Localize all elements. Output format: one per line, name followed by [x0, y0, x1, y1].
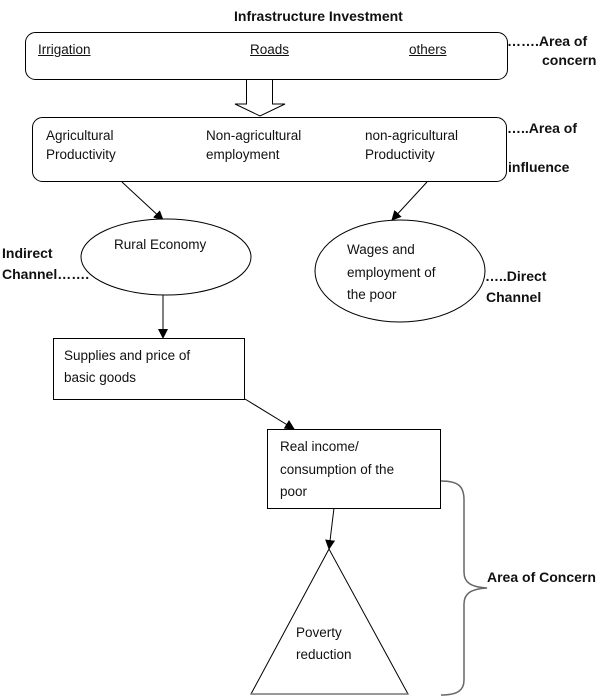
- arrow-to-real-income: [244, 398, 295, 430]
- wages-line3: the poor: [347, 287, 397, 302]
- wages-ellipse: [314, 219, 486, 323]
- arrow-to-rural-economy: [121, 181, 164, 221]
- wages-line1: Wages and: [347, 242, 415, 257]
- diagram-title: Infrastructure Investment: [234, 8, 403, 24]
- investment-roads: Roads: [250, 42, 290, 57]
- area-of-influence-line2: influence: [508, 159, 570, 175]
- supplies-box: [53, 338, 245, 400]
- direct-channel-line2: Channel: [486, 289, 542, 305]
- arrow-to-poverty-reduction: [325, 507, 336, 550]
- influence-agri-line2: Productivity: [46, 147, 116, 162]
- real-income-line2: consumption of the: [280, 462, 395, 477]
- direct-channel-line1: …..Direct: [485, 268, 547, 284]
- wages-line2: employment of: [347, 265, 436, 280]
- poverty-reduction-line1: Poverty: [296, 625, 342, 640]
- influence-agri-line1: Agricultural: [46, 128, 114, 143]
- influence-nonagri-emp-line2: employment: [206, 147, 280, 162]
- influence-box: [32, 117, 507, 182]
- poverty-reduction-line2: reduction: [296, 647, 352, 662]
- rural-economy-label: Rural Economy: [114, 237, 207, 252]
- investment-box: [25, 32, 508, 80]
- area-of-influence-line1: …..Area of: [507, 120, 578, 136]
- supplies-line2: basic goods: [64, 370, 137, 385]
- real-income-box: [267, 429, 441, 509]
- supplies-line1: Supplies and price of: [64, 348, 191, 363]
- investment-others: others: [409, 42, 447, 57]
- real-income-line3: poor: [280, 484, 308, 499]
- arrow-to-wages: [391, 181, 428, 221]
- area-of-concern-top-line2: concern: [542, 52, 597, 68]
- investment-irrigation: Irrigation: [38, 42, 91, 57]
- influence-nonagri-prod-line1: non-agricultural: [365, 128, 459, 143]
- curly-brace: [440, 480, 488, 696]
- real-income-line1: Real income/: [280, 439, 359, 454]
- block-arrow-down-icon: [234, 80, 286, 117]
- area-of-concern-bottom: Area of Concern: [487, 569, 596, 585]
- influence-nonagri-emp-line1: Non-agricultural: [206, 128, 302, 143]
- indirect-channel-line1: Indirect: [2, 245, 53, 261]
- poverty-reduction-triangle: [250, 547, 409, 695]
- indirect-channel-line2: Channel…….: [2, 266, 90, 282]
- area-of-concern-top-line1: …….Area of: [507, 33, 588, 49]
- influence-nonagri-prod-line2: Productivity: [365, 147, 435, 162]
- rural-economy-ellipse: [80, 218, 252, 296]
